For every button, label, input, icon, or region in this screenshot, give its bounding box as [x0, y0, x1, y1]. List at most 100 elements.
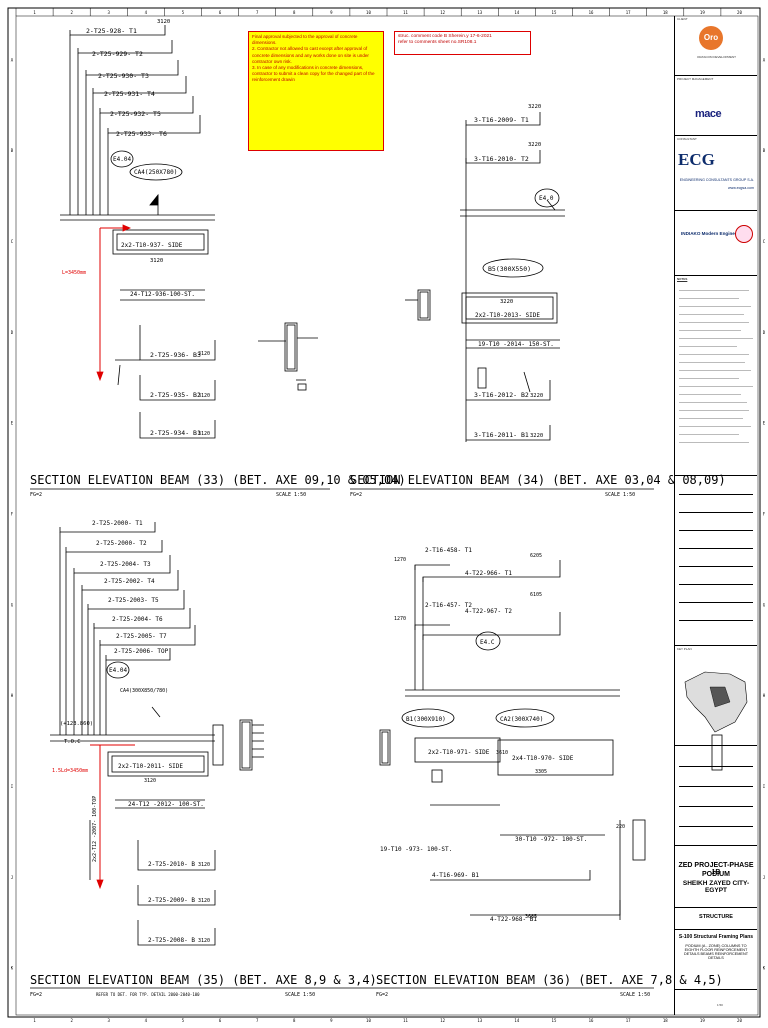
grid-number: 8	[293, 10, 296, 15]
grid-marks: 1122334455667788991010111112121313141415…	[11, 8, 766, 1023]
bar-label: 2-T25-930- T3	[98, 72, 149, 80]
grid-number: 10	[366, 1018, 371, 1023]
comment-line-2: refer to comments sheet no.SR108.1	[398, 40, 477, 45]
section-titles: SECTION ELEVATION BEAM (33) (BET. AXE 09…	[30, 473, 726, 998]
sheet-number-section: 1:50	[675, 990, 757, 1015]
approval-note-box: Final approval subjected to the approval…	[248, 31, 384, 151]
note-line	[679, 330, 741, 331]
grid-letter: H	[11, 693, 14, 698]
ecg-logo: ECG	[678, 150, 715, 169]
stirrup-label: 24-T12 -2012- 100-ST.	[128, 801, 204, 808]
rev-row	[679, 620, 753, 621]
oro-logo: Oro	[699, 26, 723, 50]
bar-label: 2-T25-2010- B	[148, 861, 195, 868]
rev-row	[679, 530, 753, 531]
note-line	[679, 298, 739, 299]
bar-label: 2-T25-935- B2	[150, 391, 201, 399]
bar-label: 2-T16-457- T2	[425, 602, 472, 609]
grid-number: 9	[330, 1018, 333, 1023]
grid-number: 12	[440, 10, 445, 15]
sheet-scale: 1:50	[717, 1003, 723, 1007]
note-line	[679, 290, 749, 291]
grid-number: 17	[626, 10, 631, 15]
discipline-section: STRUCTURE	[675, 908, 757, 930]
dim-label: 3120	[157, 19, 170, 25]
grid-number: 9	[330, 10, 333, 15]
note-line	[679, 362, 745, 363]
bar-label: 2-T25-936- B3	[150, 351, 201, 359]
dim-label: 220	[616, 824, 625, 830]
grid-number: 14	[514, 10, 519, 15]
section-subtitle: FG=2	[30, 492, 42, 498]
tag-label: E4.04	[113, 156, 131, 163]
note-line	[679, 394, 741, 395]
section-subtitle: FG=2	[30, 992, 42, 998]
discipline: STRUCTURE	[699, 914, 733, 920]
grid-number: 13	[477, 10, 482, 15]
mace-logo: mace	[695, 108, 722, 120]
grid-letter: K	[763, 966, 766, 971]
grid-number: 16	[589, 10, 594, 15]
pm-label: PROJECT MANAGEMENT	[677, 77, 714, 81]
bar-label: 2-T25-2003- T5	[108, 597, 159, 604]
grid-number: 1	[33, 10, 36, 15]
contractor-section: INDIAKO Modern Engineering	[675, 211, 757, 276]
grid-number: 4	[145, 1018, 148, 1023]
consultant-label: CONSULTANT	[677, 137, 697, 141]
dim-label: 3120	[198, 431, 210, 437]
bar-label: 2-T25-2006- TOP	[114, 648, 169, 655]
red-note: 1.5Ld=3450mm	[52, 768, 88, 774]
note-line	[679, 346, 737, 347]
approval-note-2: 2. Contractor not allowed to cast except…	[252, 46, 369, 64]
status-row	[679, 786, 753, 787]
grid-number: 5	[182, 1018, 185, 1023]
vertical-note: 2x2-T12 -2007- 100-TOP	[92, 796, 98, 862]
note-line	[679, 314, 744, 315]
grid-number: 12	[440, 1018, 445, 1023]
level-tag: T.O.C	[64, 739, 81, 745]
grid-number: 7	[256, 10, 259, 15]
side-bar-label: 2x4-T10-970- SIDE	[512, 755, 574, 762]
grid-number: 18	[663, 10, 668, 15]
grid-letter: H	[763, 693, 766, 698]
bar-label: 4-T22-967- T2	[465, 608, 512, 615]
note-line	[679, 402, 747, 403]
side-bar-label: 2x2-T10-2013- SIDE	[475, 312, 540, 319]
sheet-border	[7, 7, 761, 1018]
status-row	[679, 806, 753, 807]
grid-letter: I	[11, 784, 14, 789]
side-bar-label: 2x2-T10-937- SIDE	[121, 242, 183, 249]
dim-label: 3685	[525, 914, 537, 920]
side-bar-label: 2x2-T10-2011- SIDE	[118, 763, 183, 770]
grid-number: 5	[182, 10, 185, 15]
contractor-name: INDIAKO Modern Engineering	[681, 231, 747, 236]
section-title: SECTION ELEVATION BEAM (36) (BET. AXE 7,…	[376, 973, 723, 987]
rev-row	[679, 494, 753, 495]
section-33-labels: 2-T25-928- T1 2-T25-929- T2 2-T25-930- T…	[62, 19, 210, 437]
struc-comment-box: struc. comment code B Sherein.y 17-6-202…	[394, 31, 531, 55]
bar-label: 3-T16-2011- B1	[474, 431, 529, 439]
rev-row	[679, 512, 753, 513]
revision-table	[675, 476, 757, 646]
grid-letter: F	[763, 512, 766, 517]
dim-label: 3220	[530, 393, 543, 399]
dim-label: 3120	[198, 351, 210, 357]
contractor-logo	[735, 225, 753, 243]
grid-number: 2	[70, 10, 73, 15]
bar-label: 2-T25-933- T6	[116, 130, 167, 138]
grid-letter: E	[11, 421, 14, 426]
stirrup-label: 24-T12-936-100-ST.	[130, 291, 195, 298]
section-scale: SCALE 1:50	[285, 992, 315, 998]
note-line	[679, 410, 749, 411]
comment-line-1: struc. comment code B Sherein.y 17-6-202…	[398, 34, 492, 39]
dim-label: 3120	[198, 862, 210, 868]
section-scale: SCALE 1:50	[605, 492, 635, 498]
section-36	[330, 560, 723, 989]
notes-label: NOTES	[677, 277, 688, 281]
grid-number: 11	[403, 1018, 408, 1023]
section-33	[30, 25, 330, 490]
dim-label: 3220	[528, 142, 541, 148]
sheet-title-section: S-100 Structural Framing Plans PODIUM (A…	[675, 930, 757, 990]
status-row	[679, 766, 753, 767]
grid-number: 16	[589, 1018, 594, 1023]
